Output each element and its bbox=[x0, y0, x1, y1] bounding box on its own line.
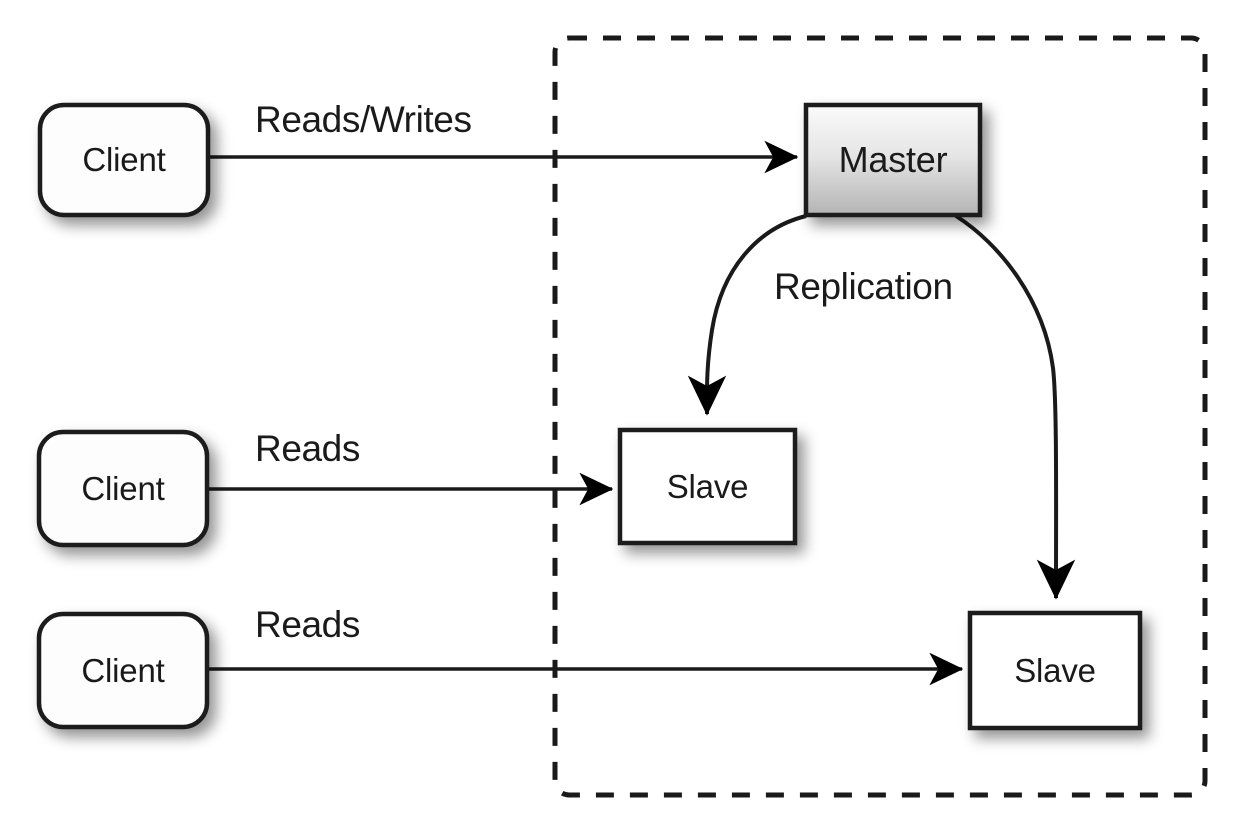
database-cluster-boundary bbox=[552, 35, 1208, 798]
node-master[interactable] bbox=[803, 102, 983, 218]
edge-master-slave2-curve bbox=[954, 214, 1076, 600]
edge-label-reads-1: Reads bbox=[255, 428, 360, 469]
node-client-2[interactable] bbox=[36, 429, 210, 548]
edge-label-replication: Replication bbox=[774, 266, 953, 307]
node-slave-2[interactable] bbox=[967, 610, 1143, 731]
node-slave-1[interactable] bbox=[617, 427, 798, 546]
edge-label-reads-2: Reads bbox=[255, 604, 360, 645]
edge-label-reads-writes: Reads/Writes bbox=[255, 99, 472, 140]
node-client-3[interactable] bbox=[36, 611, 210, 730]
node-client-1[interactable] bbox=[37, 102, 211, 218]
edge-master-slave1-curve bbox=[687, 214, 807, 416]
